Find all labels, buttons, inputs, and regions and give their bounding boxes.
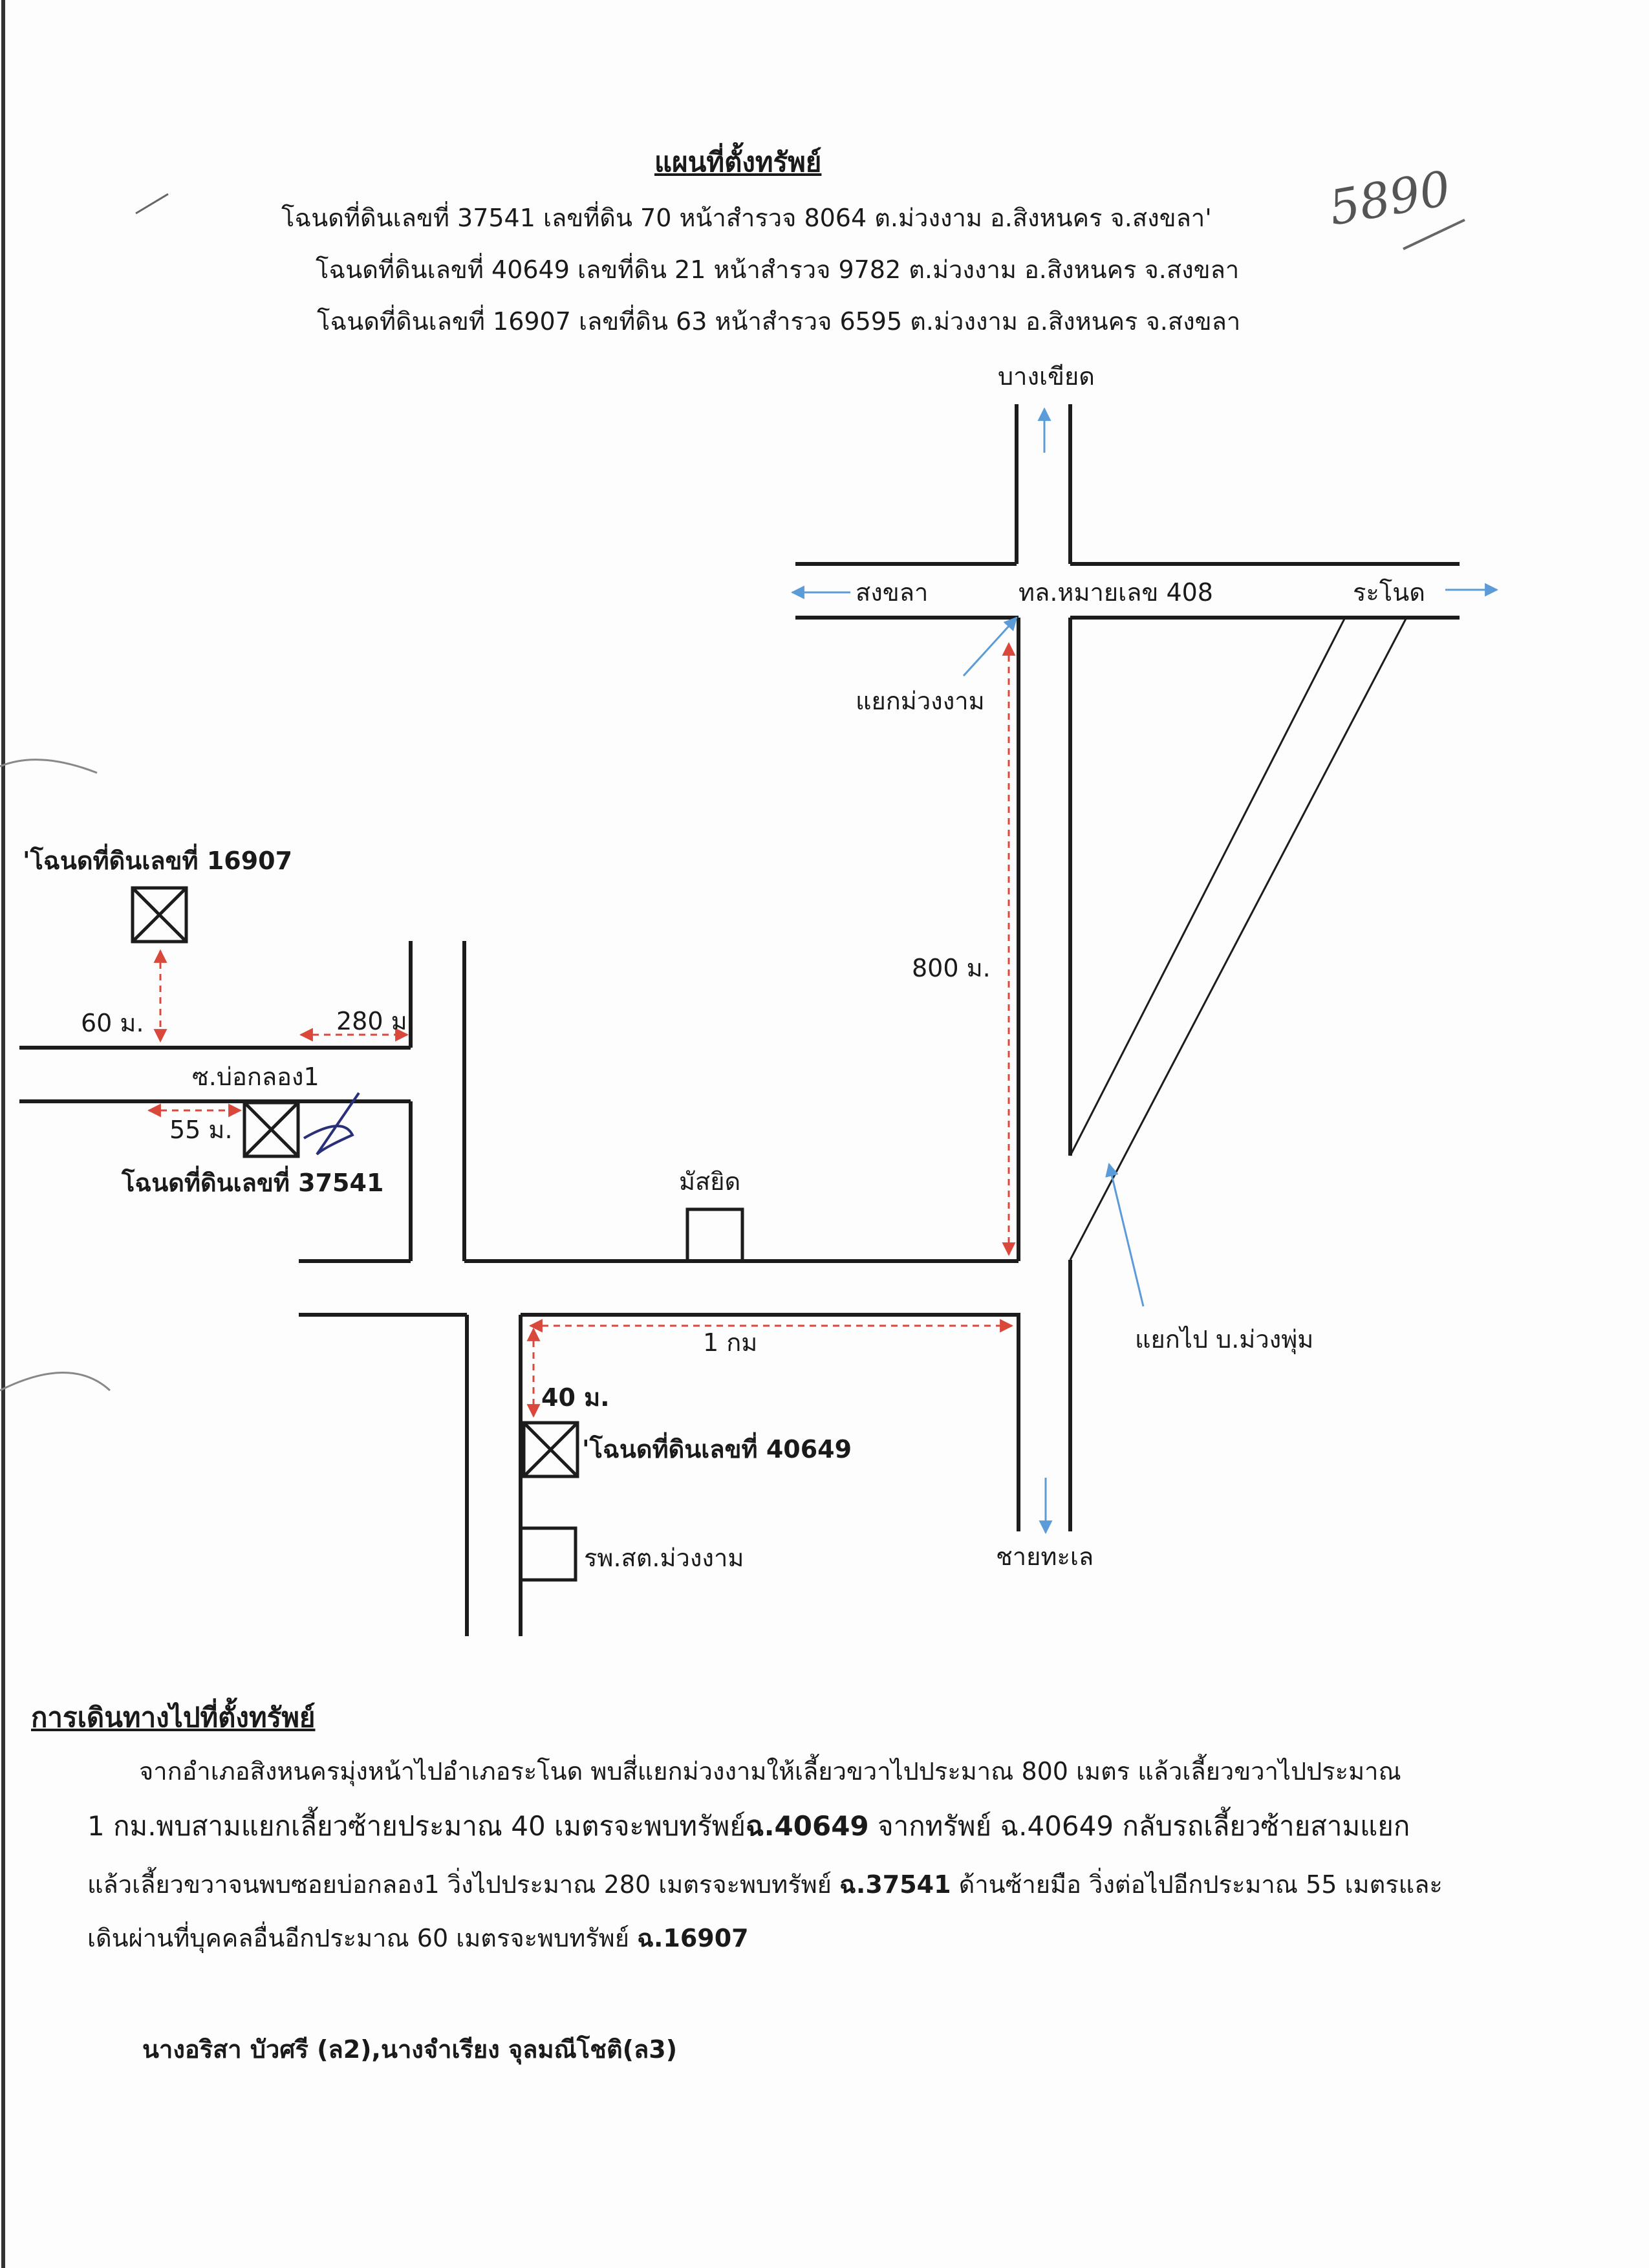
label-mosque: มัสยิด bbox=[679, 1167, 741, 1196]
deed-line-2: โฉนดที่ดินเลขที่ 40649 เลขที่ดิน 21 หน้า… bbox=[316, 255, 1240, 284]
directions-line-2-part-c: จากทรัพย์ ฉ.40649 กลับรถเลี้ยวซ้ายสามแยก bbox=[868, 1810, 1410, 1842]
arrow-junction-pointer bbox=[962, 616, 1018, 677]
mosque-building bbox=[685, 1207, 744, 1263]
scan-marks bbox=[0, 0, 1465, 2268]
directions-line-3-part-c: ด้านซ้ายมือ วิ่งต่อไปอีกประมาณ 55 เมตรแล… bbox=[951, 1870, 1443, 1899]
label-chaithale: ชายทะเล bbox=[996, 1542, 1094, 1571]
branch-road-edge-1 bbox=[1069, 617, 1346, 1156]
directions-line-3-deed: ฉ.37541 bbox=[839, 1870, 951, 1899]
label-bangkhian: บางเขียด bbox=[998, 362, 1095, 391]
label-deed-16907: 'โฉนดที่ดินเลขที่ 16907 bbox=[23, 847, 293, 875]
directions-line-2-part-a: 1 กม.พบสามแยกเลี้ยวซ้ายประมาณ 40 เมตรจะพ… bbox=[87, 1810, 746, 1842]
owners-line: นางอริสา บัวศรี (ล2),นางจำเรียง จุลมณีโช… bbox=[142, 2035, 678, 2064]
deed-line-3: โฉนดที่ดินเลขที่ 16907 เลขที่ดิน 63 หน้า… bbox=[317, 307, 1241, 336]
label-distance-55: 55 ม. bbox=[169, 1116, 233, 1144]
directions-line-2-deed: ฉ.40649 bbox=[745, 1810, 869, 1842]
directions-line-4-part-a: เดินผ่านที่บุคคลอื่นอีกประมาณ 60 เมตรจะพ… bbox=[87, 1924, 638, 1952]
road-lines bbox=[19, 404, 1460, 1636]
label-deed-37541: โฉนดที่ดินเลขที่ 37541 bbox=[122, 1169, 384, 1197]
label-distance-280: 280 ม. bbox=[336, 1007, 415, 1035]
label-distance-60: 60 ม. bbox=[81, 1009, 144, 1037]
directions-heading: การเดินทางไปที่ตั้งทรัพย์ bbox=[31, 1701, 316, 1733]
label-distance-1km: 1 กม bbox=[703, 1328, 758, 1357]
label-distance-40: 40 ม. bbox=[541, 1383, 610, 1412]
label-deed-40649: 'โฉนดที่ดินเลขที่ 40649 bbox=[582, 1435, 852, 1463]
directions-line-3-part-a: แล้วเลี้ยวขวาจนพบซอยบ่อกลอง1 วิ่งไปประมา… bbox=[87, 1870, 840, 1899]
label-distance-800: 800 ม. bbox=[912, 954, 991, 982]
label-muangngam-junction: แยกม่วงงาม bbox=[856, 687, 985, 715]
label-highway-408: ทล.หมายเลข 408 bbox=[1018, 578, 1213, 607]
label-health-station: รพ.สต.ม่วงงาม bbox=[584, 1544, 744, 1572]
directions-line-4: เดินผ่านที่บุคคลอื่นอีกประมาณ 60 เมตรจะพ… bbox=[87, 1926, 749, 1950]
label-soi-bokklong: ซ.บ่อกลอง1 bbox=[192, 1063, 319, 1091]
label-songkhla: สงขลา bbox=[856, 578, 929, 607]
label-branch-muangphum: แยกไป บ.ม่วงพุ่ม bbox=[1135, 1325, 1314, 1354]
branch-road-edge-2 bbox=[1069, 617, 1408, 1260]
directions-line-3: แล้วเลี้ยวขวาจนพบซอยบ่อกลอง1 วิ่งไปประมา… bbox=[87, 1872, 1443, 1897]
parcel-16907-marker bbox=[131, 886, 188, 944]
health-station-building bbox=[519, 1526, 577, 1582]
directions-line-4-deed: ฉ.16907 bbox=[637, 1924, 749, 1952]
directions-line-2: 1 กม.พบสามแยกเลี้ยวซ้ายประมาณ 40 เมตรจะพ… bbox=[87, 1813, 1410, 1840]
document-title: แผนที่ตั้งทรัพย์ bbox=[654, 146, 822, 178]
parcel-40649-marker bbox=[522, 1421, 579, 1478]
deed-line-1: โฉนดที่ดินเลขที่ 37541 เลขที่ดิน 70 หน้า… bbox=[281, 204, 1212, 232]
arrow-branch-pointer bbox=[1105, 1162, 1145, 1307]
parcel-37541-marker bbox=[242, 1101, 300, 1158]
directions-line-1: จากอำเภอสิงหนครมุ่งหน้าไปอำเภอระโนด พบสี… bbox=[139, 1757, 1401, 1786]
label-ranot: ระโนด bbox=[1353, 578, 1425, 607]
handwritten-check-mark bbox=[303, 1092, 360, 1156]
